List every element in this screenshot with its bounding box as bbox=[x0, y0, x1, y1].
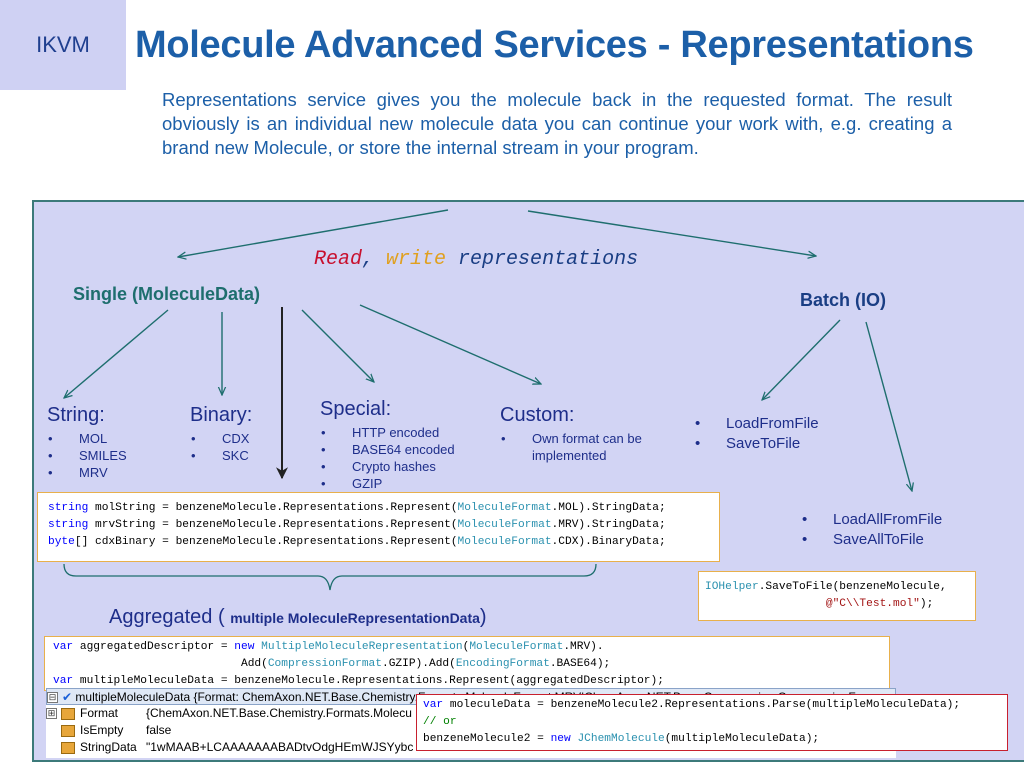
list-item-label: LoadAllFromFile bbox=[833, 511, 943, 528]
bullet: • bbox=[695, 435, 701, 452]
list-item-label: LoadFromFile bbox=[726, 415, 819, 432]
watch-row[interactable]: StringData "1wMAAB+LCAAAAAAABADtvOdgHEmWJ… bbox=[46, 739, 896, 756]
code-line: byte[] cdxBinary = benzeneMolecule.Repre… bbox=[48, 536, 666, 548]
list-item: • Own format can be implemented bbox=[501, 430, 667, 464]
code-line: var aggregatedDescriptor = new MultipleM… bbox=[53, 641, 604, 653]
list-item: • Crypto hashes bbox=[321, 458, 455, 475]
list-item: • MRV bbox=[48, 464, 127, 481]
bullet: • bbox=[48, 465, 53, 480]
list-item-label: SKC bbox=[222, 448, 249, 463]
bullet: • bbox=[695, 415, 701, 432]
code-line: string molString = benzeneMolecule.Repre… bbox=[48, 502, 666, 514]
code-line: Add(CompressionFormat.GZIP).Add(Encoding… bbox=[53, 658, 611, 670]
aggregated-text: Aggregated bbox=[109, 606, 213, 628]
list-item-label: CDX bbox=[222, 431, 250, 446]
list-item: • BASE64 encoded bbox=[321, 441, 455, 458]
read-word: Read bbox=[314, 248, 363, 271]
list-item-label: SaveAllToFile bbox=[833, 531, 924, 548]
list-item: • MOL bbox=[48, 430, 127, 447]
ikvm-logo: IKVM bbox=[0, 0, 126, 90]
bullet: • bbox=[321, 459, 326, 474]
intro-paragraph: Representations service gives you the mo… bbox=[162, 89, 952, 158]
property-icon bbox=[61, 707, 75, 720]
watch-value: "1wMAAB+LCAAAAAAABADtvOdgHEmWJSYybc bbox=[146, 740, 414, 754]
logo-text: IKVM bbox=[36, 32, 90, 57]
bullet: • bbox=[48, 448, 53, 463]
code-line: IOHelper.SaveToFile(benzeneMolecule, bbox=[705, 581, 947, 593]
bullet: • bbox=[802, 511, 808, 528]
list-item-label: GZIP bbox=[352, 476, 383, 491]
watch-value: false bbox=[146, 723, 172, 737]
list-item-label: BASE64 encoded bbox=[352, 442, 455, 457]
aggregated-label: Aggregated ( multiple MoleculeRepresenta… bbox=[109, 606, 487, 628]
bullet: • bbox=[191, 431, 196, 446]
code-line: var moleculeData = benzeneMolecule2.Repr… bbox=[423, 699, 961, 711]
read-write-heading: Read, write representations bbox=[314, 248, 638, 271]
list-item: • SaveToFile bbox=[695, 434, 819, 454]
batch-file-list: • LoadFromFile • SaveToFile bbox=[695, 414, 819, 454]
binary-title: Binary: bbox=[190, 404, 253, 426]
custom-list: • Own format can be implemented bbox=[501, 430, 667, 464]
list-item-label: SaveToFile bbox=[726, 435, 801, 452]
list-item: • CDX bbox=[191, 430, 250, 447]
bullet: • bbox=[48, 431, 53, 446]
watch-name: StringData bbox=[80, 740, 137, 754]
bullet: • bbox=[501, 431, 506, 446]
list-item: • SaveAllToFile bbox=[802, 530, 942, 550]
expand-toggle[interactable]: ⊞ bbox=[46, 708, 57, 720]
list-item-label: HTTP encoded bbox=[352, 425, 440, 440]
list-item: • HTTP encoded bbox=[321, 424, 455, 441]
watch-row[interactable]: IsEmpty false bbox=[46, 722, 896, 739]
watch-value: {ChemAxon.NET.Base.Chemistry.Formats.Mol… bbox=[146, 706, 412, 720]
batch-all-file-list: • LoadAllFromFile • SaveAllToFile bbox=[802, 510, 943, 550]
code-line: benzeneMolecule2 = new JChemMolecule(mul… bbox=[423, 733, 820, 745]
single-label: Single (MoleculeData) bbox=[73, 284, 261, 304]
aggregated-code-block: var aggregatedDescriptor = new MultipleM… bbox=[44, 636, 890, 691]
list-item-label: SMILES bbox=[79, 448, 127, 463]
code-line: string mrvString = benzeneMolecule.Repre… bbox=[48, 519, 666, 531]
bullet: • bbox=[321, 425, 326, 440]
save-to-file-code-block: IOHelper.SaveToFile(benzeneMolecule, @"C… bbox=[698, 571, 976, 621]
comma: , bbox=[362, 248, 387, 271]
special-list: • HTTP encoded • BASE64 encoded • Crypto ha… bbox=[321, 424, 455, 492]
bullet: • bbox=[191, 448, 196, 463]
list-item: • SMILES bbox=[48, 447, 127, 464]
list-item-label: MRV bbox=[79, 465, 108, 480]
property-icon bbox=[61, 741, 75, 754]
list-item-label: Crypto hashes bbox=[352, 459, 436, 474]
representations-word: representations bbox=[446, 248, 639, 271]
write-word: write bbox=[386, 248, 447, 271]
list-item: • LoadFromFile bbox=[695, 414, 819, 434]
string-list: • MOL • SMILES • MRV bbox=[48, 430, 127, 481]
custom-title: Custom: bbox=[500, 404, 575, 426]
parse-code-block: var moleculeData = benzeneMolecule2.Repr… bbox=[416, 694, 1008, 751]
code-line: var multipleMoleculeData = benzeneMolecu… bbox=[53, 675, 664, 687]
code-line: // or bbox=[423, 716, 457, 728]
code-line: @"C\\Test.mol"); bbox=[825, 598, 934, 610]
bullet: • bbox=[802, 531, 808, 548]
list-item-label: Own format can be implemented bbox=[532, 431, 642, 463]
property-icon bbox=[61, 724, 75, 737]
collapse-toggle[interactable]: ⊟ bbox=[47, 692, 58, 704]
bullet: • bbox=[321, 476, 326, 491]
watch-row[interactable]: ⊞ Format {ChemAxon.NET.Base.Chemistry.Form… bbox=[46, 705, 896, 722]
string-title: String: bbox=[47, 404, 105, 426]
watch-name: IsEmpty bbox=[80, 723, 124, 737]
list-item: • LoadAllFromFile bbox=[802, 510, 943, 530]
list-item-label: MOL bbox=[79, 431, 108, 446]
represent-code-block: string molString = benzeneMolecule.Repre… bbox=[37, 492, 720, 562]
watch-name: Format bbox=[80, 706, 119, 720]
list-item: • GZIP bbox=[321, 475, 455, 492]
bullet: • bbox=[321, 442, 326, 457]
special-title: Special: bbox=[320, 398, 392, 420]
batch-label: Batch (IO) bbox=[800, 290, 887, 310]
checkmark-icon: ✔ bbox=[62, 690, 73, 704]
slide-title: Molecule Advanced Services - Representat… bbox=[135, 24, 974, 66]
list-item: • SKC bbox=[191, 447, 249, 464]
intro-text: Representations service gives you the mo… bbox=[162, 88, 952, 160]
aggregated-subtext: multiple MoleculeRepresentationData bbox=[230, 610, 480, 626]
binary-list: • CDX • SKC bbox=[191, 430, 250, 464]
